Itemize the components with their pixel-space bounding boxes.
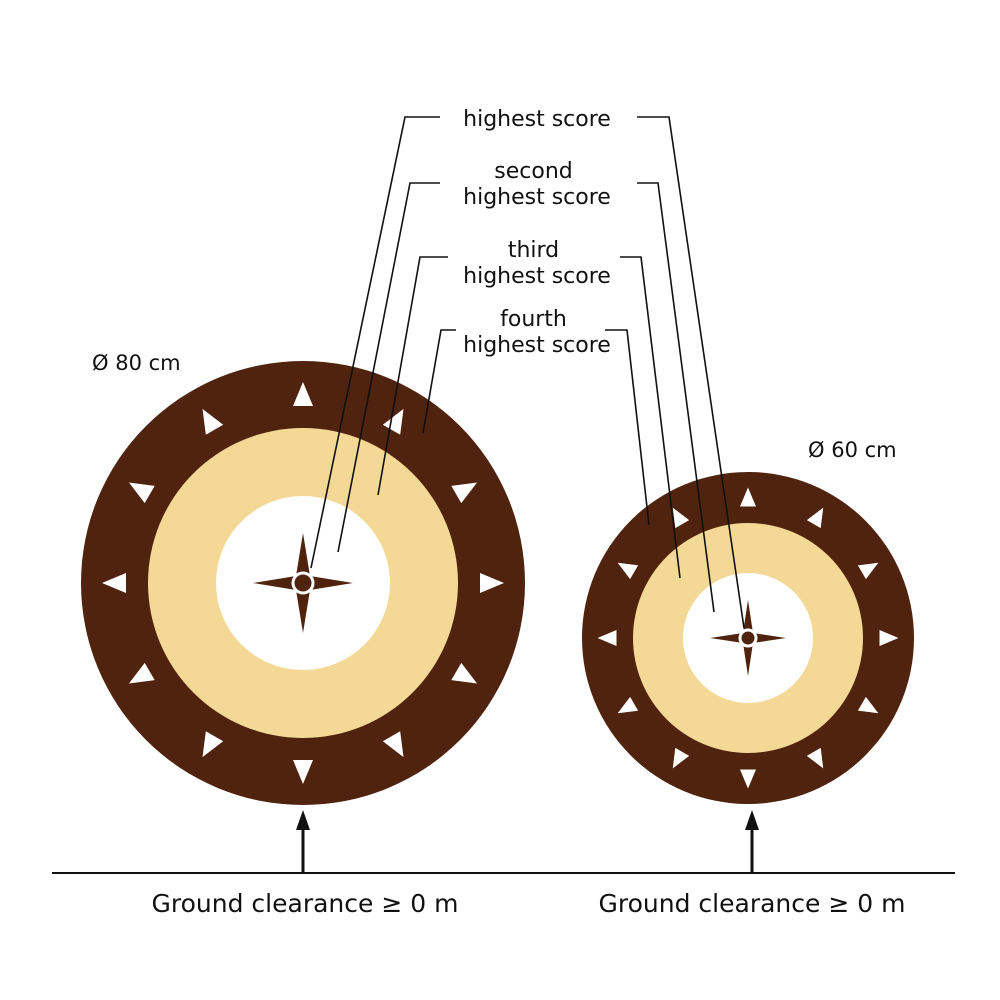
leader-fourth-small	[605, 329, 650, 526]
label-third-highest-score: third highest score	[463, 238, 611, 289]
target-large-arrow-marker	[128, 662, 155, 684]
label-fourth-highest-score: fourth highest score	[463, 307, 611, 358]
ground-arrow-large	[296, 810, 310, 873]
leader-highest-large	[310, 116, 440, 569]
target-small-bullseye	[738, 628, 758, 648]
diameter-label-small: Ø 60 cm	[808, 438, 897, 462]
target-small-arrow-marker	[672, 507, 690, 529]
target-large-arrow-marker	[128, 482, 155, 504]
target-small-arrow-marker	[617, 562, 639, 580]
target-small-arrow-markers	[597, 487, 899, 789]
label-highest-score: highest score	[463, 107, 611, 132]
target-large-arrow-marker	[293, 760, 313, 784]
target-large-arrow-marker	[102, 573, 126, 593]
target-small-arrow-marker	[857, 696, 879, 714]
ground-clearance-label-small: Ground clearance ≥ 0 m	[599, 889, 906, 918]
target-large-arrow-marker	[202, 408, 224, 435]
target-small-arrow-marker	[806, 747, 824, 769]
target-large-arrow-marker	[382, 731, 404, 758]
leader-lines	[310, 116, 745, 629]
leader-third-small	[620, 256, 681, 579]
target-large-arrow-marker	[293, 382, 313, 406]
leader-fourth-large	[422, 329, 456, 434]
target-small	[582, 472, 914, 804]
target-large	[81, 361, 525, 805]
target-large-arrow-marker	[451, 482, 478, 504]
label-second-highest-score: second highest score	[463, 159, 611, 210]
target-large-arrow-marker	[382, 408, 404, 435]
ground-clearance-label-large: Ground clearance ≥ 0 m	[152, 889, 459, 918]
target-large-arrow-markers	[102, 382, 504, 784]
target-small-arrow-marker	[857, 562, 879, 580]
target-large-arrow-marker	[451, 662, 478, 684]
target-large-arrow-marker	[202, 731, 224, 758]
target-small-arrow-marker	[617, 696, 639, 714]
target-small-arrow-marker	[879, 630, 899, 646]
target-small-arrow-marker	[672, 747, 690, 769]
target-small-arrow-marker	[740, 487, 756, 507]
leader-third-large	[377, 256, 448, 496]
ground-arrow-small	[745, 810, 759, 873]
score-labels: highest score second highest score third…	[463, 107, 611, 358]
leader-highest-small	[637, 116, 745, 629]
diameter-label-large: Ø 80 cm	[92, 351, 181, 375]
target-small-arrow-marker	[740, 769, 756, 789]
leader-second-large	[337, 182, 440, 553]
target-small-arrow-marker	[597, 630, 617, 646]
target-small-arrow-marker	[806, 507, 824, 529]
target-large-arrow-marker	[480, 573, 504, 593]
target-large-bullseye	[291, 571, 315, 595]
leader-second-small	[637, 182, 715, 613]
